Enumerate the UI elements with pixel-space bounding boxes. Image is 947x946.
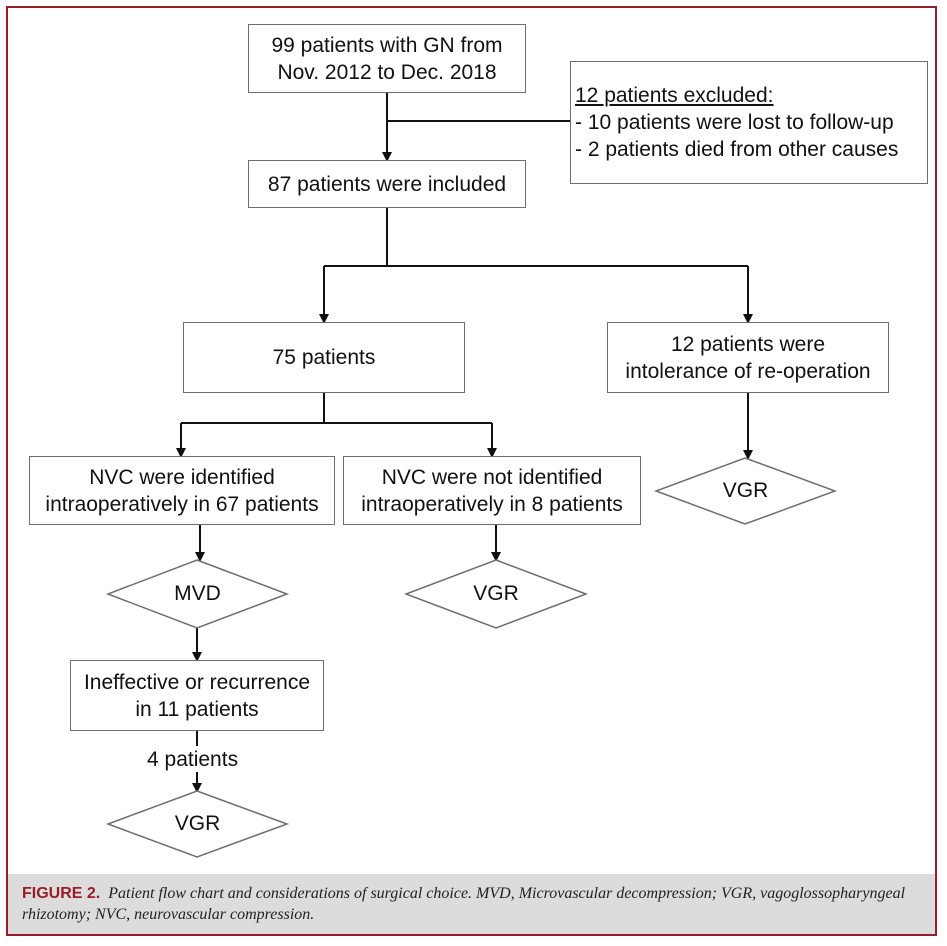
diamond-vgr-middle <box>403 559 589 629</box>
start-box: 99 patients with GN from Nov. 2012 to De… <box>248 24 526 93</box>
nvc-identified-line2: intraoperatively in 67 patients <box>45 492 319 516</box>
diamond-vgr-bottom <box>105 790 290 858</box>
diamond-vgr-middle-label: VGR <box>473 582 519 605</box>
diamond-vgr-bottom-label: VGR <box>174 812 221 835</box>
ineffective-line2: in 11 patients <box>135 697 259 721</box>
diamond-vgr-right <box>653 457 838 525</box>
nvc-not-identified-box: NVC were not identified intraoperatively… <box>343 456 641 525</box>
start-box-line1: 99 patients with GN from <box>271 33 503 57</box>
included-box: 87 patients were included <box>248 160 526 208</box>
excluded-heading: 12 patients excluded: <box>575 84 774 107</box>
nvc-identified-line1: NVC were identified <box>89 465 275 489</box>
branch-12-line1: 12 patients were <box>670 332 826 356</box>
start-box-line2: Nov. 2012 to Dec. 2018 <box>277 60 497 84</box>
branch-75-box: 75 patients <box>183 322 465 393</box>
four-patients-label: 4 patients <box>147 748 239 771</box>
nvc-not-identified-line1: NVC were not identified <box>381 465 603 489</box>
diamond-mvd <box>105 559 290 629</box>
diamond-mvd-label: MVD <box>174 582 221 605</box>
excluded-item-died: - 2 patients died from other causes <box>575 138 899 161</box>
excluded-item-lost: - 10 patients were lost to follow-up <box>575 111 894 134</box>
diamond-vgr-right-label: VGR <box>722 479 769 502</box>
nvc-not-identified-line2: intraoperatively in 8 patients <box>361 492 623 516</box>
branch-75-text: 75 patients <box>272 346 376 369</box>
branch-12-line2: intolerance of re-operation <box>625 359 871 383</box>
figure-label: FIGURE 2. <box>22 885 101 902</box>
ineffective-line1: Ineffective or recurrence <box>83 670 311 694</box>
branch-12-box: 12 patients were intolerance of re-opera… <box>607 322 889 393</box>
ineffective-box: Ineffective or recurrence in 11 patients <box>70 660 324 731</box>
excluded-box: 12 patients excluded: - 10 patients were… <box>570 61 928 184</box>
caption-text: Patient flow chart and considerations of… <box>22 885 906 923</box>
figure-caption: FIGURE 2. Patient flow chart and conside… <box>8 874 935 934</box>
nvc-identified-box: NVC were identified intraoperatively in … <box>29 456 335 525</box>
included-text: 87 patients were included <box>267 172 507 196</box>
